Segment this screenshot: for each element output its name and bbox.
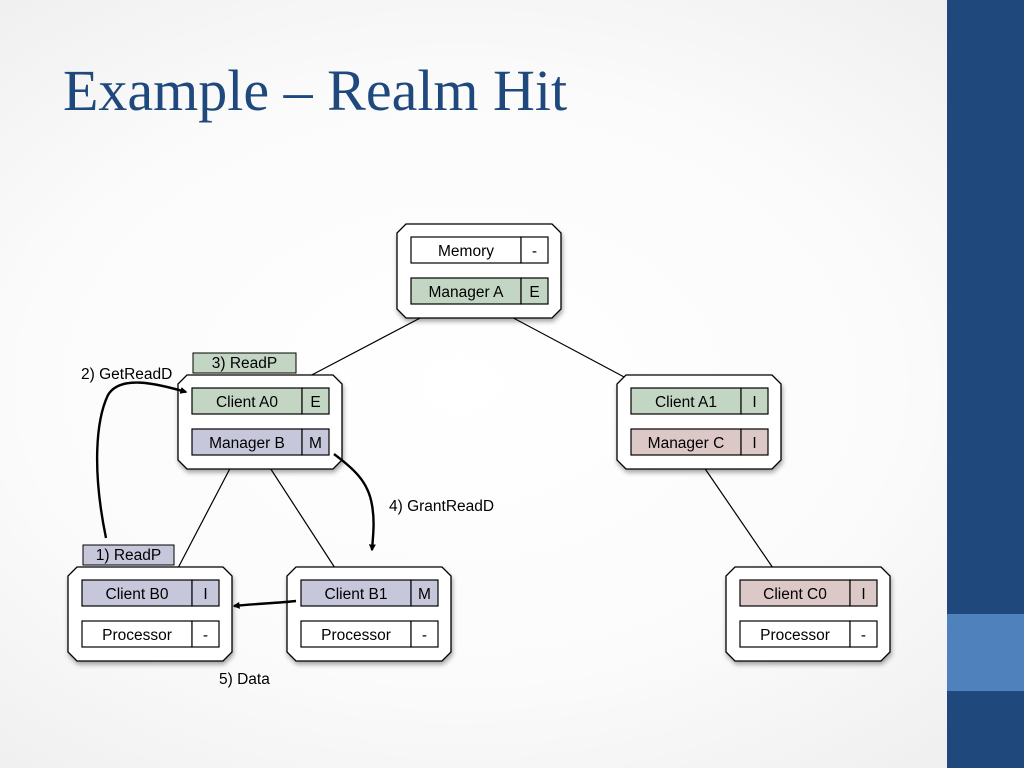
readp-3-tag-label: 3) ReadP — [212, 355, 277, 372]
node-row-processor-label-cell — [81, 620, 193, 648]
node-row-client-c0-state: I — [861, 586, 865, 603]
node-row-processor: Processor - — [300, 620, 439, 648]
node-row-processor: Processor - — [81, 620, 220, 648]
node-row-processor-state: - — [861, 627, 866, 644]
node-row-manager-c-state: I — [752, 435, 756, 452]
data-label: 5) Data — [219, 671, 270, 688]
node-row-client-a1: Client A1 I — [630, 387, 769, 415]
node-row-client-c0-label-cell — [739, 579, 851, 607]
readp-3-tag-box — [192, 352, 297, 374]
node-row-client-a1-label: Client A1 — [655, 394, 717, 411]
memory-node: Memory - Manager A E — [396, 223, 562, 319]
node-row-manager-c: Manager C I — [630, 428, 769, 456]
node-row-manager-a: Manager A E — [410, 277, 549, 305]
node-row-processor-label-cell — [739, 620, 851, 648]
node-row-client-b0: Client B0 I — [81, 579, 220, 607]
node-row-manager-c-label: Manager C — [648, 435, 725, 452]
node-row-client-a0-state-cell — [301, 387, 330, 415]
sidebar-accent-block — [947, 614, 1024, 691]
node-row-client-b0-state: I — [203, 586, 207, 603]
node-row-memory-state: - — [532, 243, 537, 260]
node-row-client-b1: Client B1 M — [300, 579, 439, 607]
client-c0-node: Client C0 I Processor - — [725, 566, 891, 662]
node-row-client-b0-state-cell — [191, 579, 220, 607]
node-row-processor-state-cell — [849, 620, 878, 648]
node-row-client-b1-label-cell — [300, 579, 412, 607]
node-row-manager-b: Manager B M — [191, 428, 330, 456]
node-row-client-a1-state: I — [752, 394, 756, 411]
node-row-manager-a-label: Manager A — [429, 284, 505, 301]
slide-title: Example – Realm Hit — [63, 58, 568, 123]
node-row-processor-label: Processor — [102, 627, 172, 644]
node-row-processor-state-cell — [191, 620, 220, 648]
client-a1-node: Client A1 I Manager C I — [616, 374, 782, 470]
node-row-manager-c-state-cell — [740, 428, 769, 456]
node-row-client-a1-state-cell — [740, 387, 769, 415]
node-row-client-b1-state-cell — [410, 579, 439, 607]
node-row-manager-a-label-cell — [410, 277, 522, 305]
node-row-processor: Processor - — [739, 620, 878, 648]
node-row-client-b1-label: Client B1 — [325, 586, 388, 603]
node-row-processor-label-cell — [300, 620, 412, 648]
node-row-manager-c-label-cell — [630, 428, 742, 456]
node-row-processor-label: Processor — [760, 627, 830, 644]
node-row-memory-label-cell — [410, 236, 522, 264]
node-row-client-a0-label: Client A0 — [216, 394, 278, 411]
connector-manager-b-to-client-b1 — [262, 456, 336, 569]
node-row-processor-state: - — [422, 627, 427, 644]
node-row-manager-a-state-cell — [520, 277, 549, 305]
grant-read-d-arrow — [333, 453, 376, 552]
node-row-client-b1-state: M — [418, 586, 431, 603]
client-b0-node: Client B0 I Processor - — [67, 566, 233, 662]
node-row-client-c0: Client C0 I — [739, 579, 878, 607]
node-row-memory: Memory - — [410, 236, 549, 264]
grant-read-d-label: 4) GrantReadD — [389, 498, 494, 515]
readp-1-tag-box — [82, 544, 175, 566]
connector-manager-b-to-client-b0 — [177, 456, 237, 569]
node-row-client-a0-state: E — [310, 394, 320, 411]
message-arrows — [95, 381, 376, 609]
node-row-client-a0-label-cell — [191, 387, 303, 415]
node-row-client-b0-label: Client B0 — [106, 586, 169, 603]
hierarchy-diagram: Memory - Manager A E Client A0 E Manager B M C… — [67, 223, 891, 688]
node-row-manager-b-state-cell — [301, 428, 330, 456]
node-row-manager-b-state: M — [309, 435, 322, 452]
client-a0-node: Client A0 E Manager B M — [177, 374, 343, 470]
readp-1-tag-label: 1) ReadP — [96, 547, 161, 564]
client-b1-node: Client B1 M Processor - — [286, 566, 452, 662]
node-row-client-c0-label: Client C0 — [763, 586, 827, 603]
node-row-processor-label: Processor — [321, 627, 391, 644]
readp-1-tag: 1) ReadP — [82, 544, 175, 566]
node-row-processor-state-cell — [410, 620, 439, 648]
node-row-manager-b-label: Manager B — [209, 435, 285, 452]
connector-manager-c-to-client-c0 — [696, 456, 774, 569]
get-read-d-arrow — [95, 381, 188, 539]
node-row-client-a0: Client A0 E — [191, 387, 330, 415]
node-row-memory-state-cell — [520, 236, 549, 264]
node-row-client-a1-label-cell — [630, 387, 742, 415]
node-row-processor-state: - — [203, 627, 208, 644]
node-row-client-b0-label-cell — [81, 579, 193, 607]
data-arrow — [232, 599, 297, 609]
node-row-memory-label: Memory — [438, 243, 494, 260]
node-row-client-c0-state-cell — [849, 579, 878, 607]
get-read-d-label: 2) GetReadD — [81, 366, 172, 383]
readp-3-tag: 3) ReadP — [192, 352, 297, 374]
node-row-manager-a-state: E — [529, 284, 539, 301]
